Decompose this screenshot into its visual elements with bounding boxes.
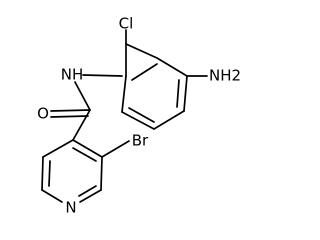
ring-bond (156, 57, 188, 77)
benzene-ring (121, 43, 188, 130)
ring-bond (72, 139, 103, 158)
nh-carbonyl-bond (74, 81, 91, 111)
ring-double-bond (72, 147, 97, 162)
ring-double-bond (78, 185, 97, 197)
amide-nh-label: NH (61, 66, 84, 84)
ring-bond (125, 43, 158, 59)
carbonyl-pyridine-bond (72, 109, 91, 141)
ring-bond (41, 156, 44, 191)
ring-bond (183, 75, 188, 112)
bromine-label: Br (132, 132, 149, 150)
carbonyl-oxygen-label: O (37, 105, 49, 123)
c-br-bond (101, 140, 130, 158)
ring-bond (79, 189, 102, 203)
carbonyl-double-bond (50, 109, 91, 112)
ring-bond (121, 75, 127, 113)
ring-bond (153, 110, 185, 130)
ring-double-bond (128, 107, 155, 123)
nh-ring-bond (82, 74, 123, 77)
ring-bond (121, 111, 155, 130)
chemical-structure-diagram: Cl NH NH2 O Br N (37, 15, 241, 217)
ring-double-bond (176, 79, 180, 108)
ring-bond (41, 189, 63, 203)
chlorine-label: Cl (119, 15, 134, 33)
amino-nh2-label: NH2 (209, 67, 241, 85)
ring-bond (100, 156, 103, 191)
carbonyl-double-bond (50, 115, 89, 118)
ring-double-bond (131, 63, 158, 81)
pyridine-ring (41, 139, 103, 203)
ring-bond (42, 139, 74, 158)
ring-double-bond (48, 160, 51, 187)
pyridine-nitrogen-label: N (65, 199, 76, 217)
